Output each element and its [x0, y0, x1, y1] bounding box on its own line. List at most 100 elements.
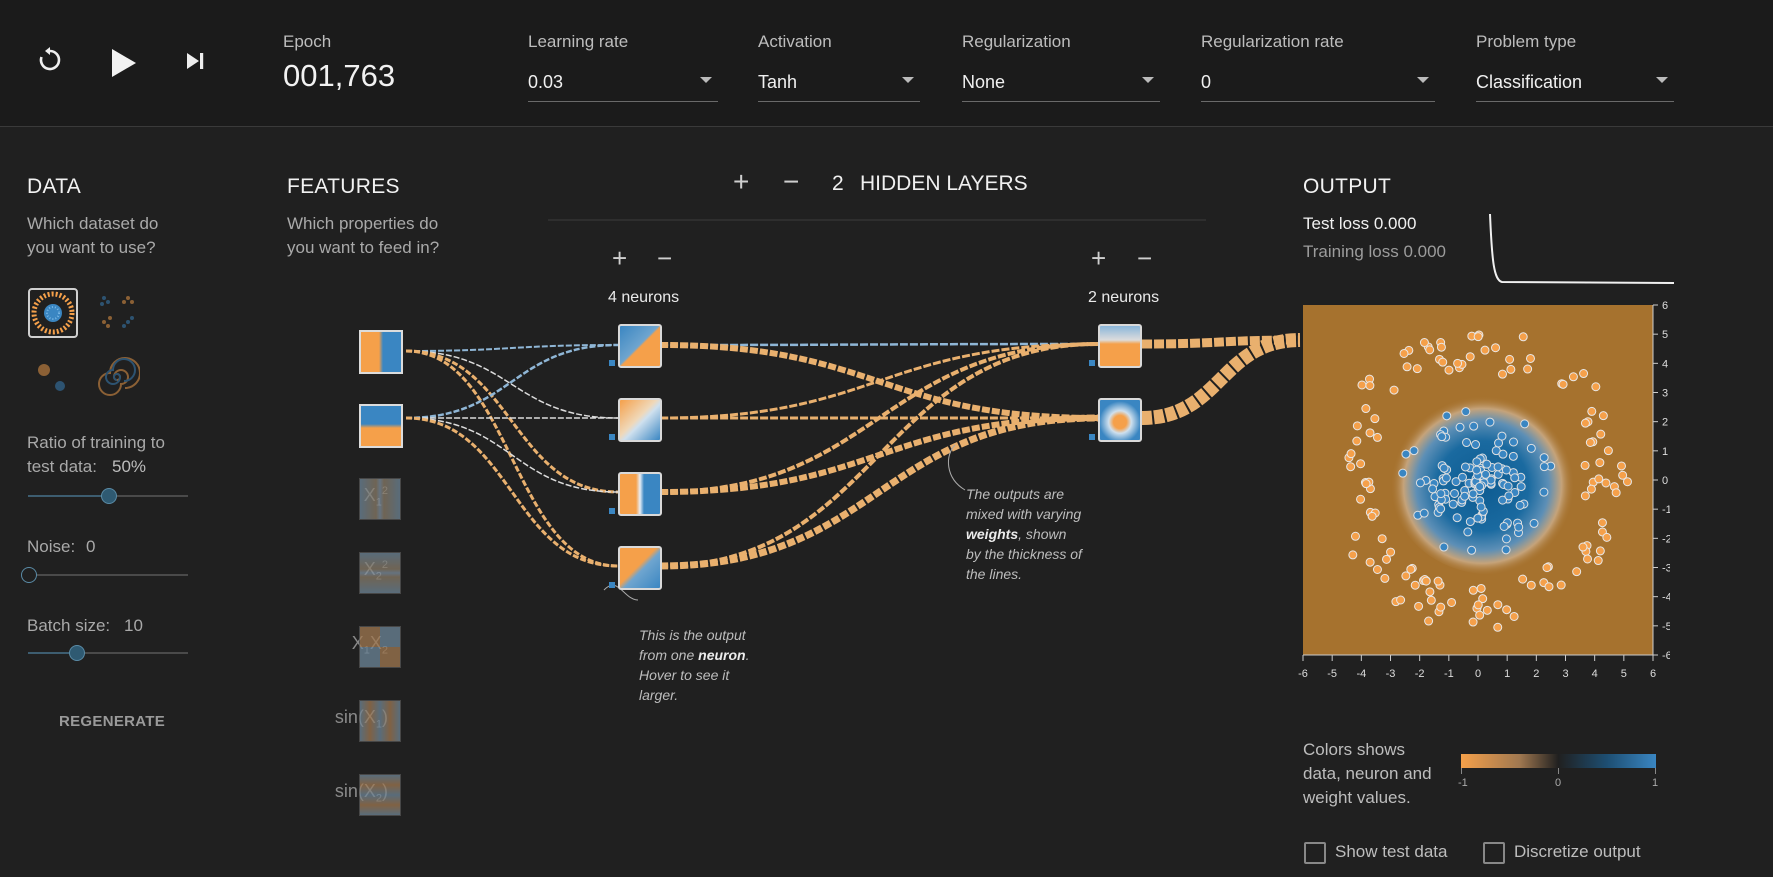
- weight-l1-l2[interactable]: [659, 342, 1099, 420]
- dataset-circle-thumb[interactable]: [28, 288, 78, 338]
- weight-input-l1[interactable]: [405, 417, 619, 493]
- data-point-orange: [1367, 511, 1377, 521]
- discretize-output-checkbox[interactable]: [1483, 842, 1505, 864]
- neuron-l1-4[interactable]: [618, 546, 662, 590]
- feature-x2[interactable]: [359, 404, 403, 448]
- add-layer-button[interactable]: +: [733, 166, 750, 197]
- remove-neuron-layer1-button[interactable]: −: [657, 243, 673, 273]
- weight-l1-l2[interactable]: [659, 342, 1099, 347]
- data-point-orange: [1473, 332, 1483, 342]
- noise-slider-knob[interactable]: [21, 567, 37, 583]
- weight-input-l1[interactable]: [405, 343, 619, 420]
- batch-slider-track[interactable]: [28, 652, 188, 654]
- epoch-value: 001,763: [283, 58, 396, 93]
- show-test-data-checkbox[interactable]: [1304, 842, 1326, 864]
- feature-sin-x2[interactable]: [359, 774, 401, 816]
- data-point-orange: [1493, 622, 1503, 632]
- reset-icon[interactable]: [30, 40, 70, 80]
- ratio-slider-knob[interactable]: [101, 488, 117, 504]
- test-loss: Test loss 0.000: [1303, 214, 1417, 233]
- neuron-l1-3[interactable]: [618, 472, 662, 516]
- data-point-orange: [1618, 470, 1628, 480]
- data-point-orange: [1421, 576, 1431, 586]
- y-tick-label: -2: [1662, 533, 1670, 545]
- problem-type-select[interactable]: Classification: [1476, 63, 1674, 102]
- neuron-l1-2[interactable]: [618, 398, 662, 442]
- neuron-l2-1[interactable]: [1098, 324, 1142, 368]
- data-point-blue: [1436, 504, 1446, 514]
- weight-input-l1[interactable]: [405, 344, 619, 352]
- regularization-select[interactable]: None: [962, 63, 1160, 102]
- feature-x1x2[interactable]: [359, 626, 401, 668]
- data-point-blue: [1441, 473, 1451, 483]
- remove-layer-button[interactable]: −: [783, 166, 800, 197]
- data-point-blue: [1514, 522, 1524, 532]
- activation-select[interactable]: Tanh: [758, 63, 920, 102]
- data-point-blue: [1460, 462, 1470, 472]
- weight-l2-output[interactable]: [1141, 333, 1301, 425]
- data-point-blue: [1463, 527, 1473, 537]
- y-tick-label: 4: [1662, 358, 1668, 370]
- data-point-blue: [1539, 453, 1549, 463]
- regularization-rate-select[interactable]: 0: [1201, 63, 1435, 102]
- data-point-blue: [1526, 443, 1536, 453]
- data-point-orange: [1491, 343, 1501, 353]
- data-point-blue: [1539, 487, 1549, 497]
- data-point-blue: [1439, 463, 1449, 473]
- scale-tick-mid: 0: [1555, 777, 1562, 789]
- data-point-orange: [1372, 564, 1382, 574]
- weight-input-l1[interactable]: [405, 349, 619, 568]
- y-tick-label: -3: [1662, 563, 1670, 575]
- weight-input-l1[interactable]: [405, 416, 619, 568]
- weight-l1-l2[interactable]: [659, 342, 1099, 568]
- data-point-blue: [1472, 457, 1482, 467]
- batch-slider-knob[interactable]: [69, 645, 85, 661]
- step-icon[interactable]: [180, 46, 210, 76]
- neuron-l1-1[interactable]: [618, 324, 662, 368]
- learning-rate-select[interactable]: 0.03: [528, 63, 718, 102]
- data-point-orange: [1525, 353, 1535, 363]
- data-point-orange: [1518, 332, 1528, 342]
- data-point-blue: [1461, 407, 1471, 417]
- add-neuron-layer1-button[interactable]: +: [612, 243, 628, 273]
- layer-count: 2: [832, 172, 844, 195]
- neuron-l2-2[interactable]: [1098, 398, 1142, 442]
- dataset-xor-thumb[interactable]: [94, 288, 140, 334]
- data-point-orange: [1382, 554, 1392, 564]
- dataset-question: Which dataset do you want to use?: [27, 214, 159, 257]
- layer1-neurons-label: 4 neurons: [608, 289, 680, 306]
- feature-x1[interactable]: [359, 330, 403, 374]
- y-tick-label: -5: [1662, 621, 1670, 633]
- weight-input-l1[interactable]: [405, 349, 619, 494]
- noise-slider-track[interactable]: [28, 574, 188, 576]
- data-point-blue: [1497, 431, 1507, 441]
- weight-l1-l2[interactable]: [659, 414, 1099, 570]
- weight-input-l1[interactable]: [405, 350, 619, 419]
- data-point-blue: [1515, 500, 1525, 510]
- data-point-blue: [1529, 518, 1539, 528]
- data-point-orange: [1568, 372, 1578, 382]
- feature-sin-x1[interactable]: [359, 700, 401, 742]
- feature-x1-squared[interactable]: [359, 478, 401, 520]
- regenerate-button[interactable]: REGENERATE: [59, 713, 166, 730]
- feature-x2-squared[interactable]: [359, 552, 401, 594]
- data-point-blue: [1442, 411, 1452, 421]
- data-point-blue: [1401, 449, 1411, 459]
- play-icon[interactable]: [88, 28, 158, 98]
- dataset-spiral-thumb[interactable]: [94, 354, 141, 400]
- data-point-blue: [1436, 489, 1446, 499]
- data-point-blue: [1462, 438, 1472, 448]
- dataset-gauss-thumb[interactable]: [28, 354, 74, 400]
- data-point-orange: [1352, 421, 1362, 431]
- data-point-orange: [1622, 477, 1632, 487]
- data-point-orange: [1410, 580, 1420, 590]
- weight-l1-l2[interactable]: [659, 342, 1099, 494]
- ratio-value: 50%: [112, 457, 147, 476]
- x-tick-label: -2: [1415, 668, 1425, 680]
- data-point-orange: [1350, 531, 1360, 541]
- data-point-blue: [1520, 419, 1530, 429]
- data-point-blue: [1471, 440, 1481, 450]
- remove-neuron-layer2-button[interactable]: −: [1137, 243, 1153, 273]
- note-weights-arrow: [947, 444, 966, 491]
- add-neuron-layer2-button[interactable]: +: [1091, 243, 1107, 273]
